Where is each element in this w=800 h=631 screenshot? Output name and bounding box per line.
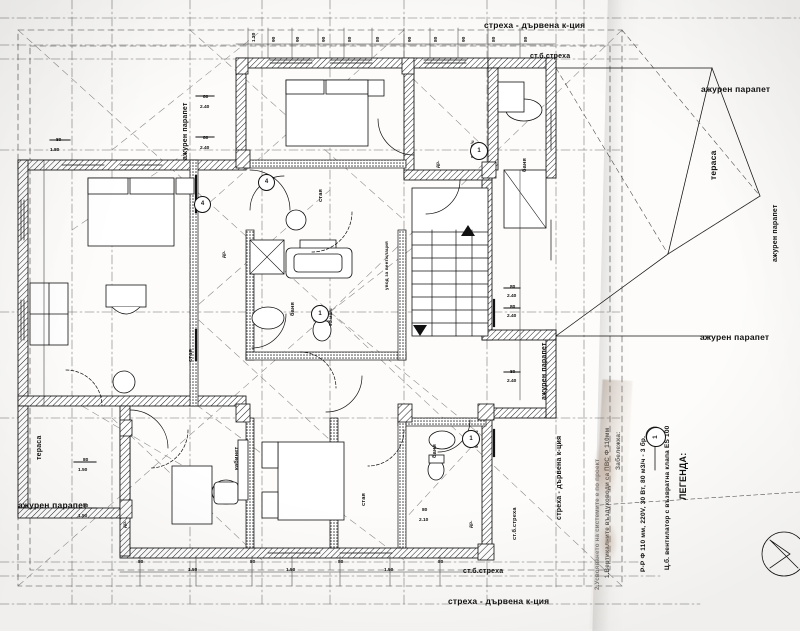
dim-top-9: 90 — [462, 36, 467, 42]
opening-height-8: 1.50 — [78, 514, 88, 519]
door-label-2: др. — [435, 160, 440, 168]
opening-height-7: 1.50 — [78, 468, 88, 473]
dim-top-6: 80 — [376, 36, 381, 42]
dim-bottom-4: 1.50 — [286, 568, 296, 573]
room-label-bedroom-master: стая — [188, 348, 194, 362]
dim-top-8: 80 — [434, 36, 439, 42]
dim-top-7: 90 — [408, 36, 413, 42]
dim-top-10: 80 — [492, 36, 497, 42]
label-roof-wood-inner-vertical: стреха - дървена к-ция — [556, 435, 563, 520]
opening-height-1: 2.40 — [200, 105, 210, 110]
label-roof-concrete-bottom-2: ст.б.стреха — [512, 507, 518, 540]
label-railing-right-lower: ажурен парапет — [700, 332, 770, 342]
label-terrace-left: тераса — [36, 435, 43, 460]
opening-width-4: 80 — [510, 305, 516, 310]
room-label-bedroom-bottom: стая — [361, 492, 367, 506]
opening-width-2: 80 — [203, 136, 209, 141]
opening-width-6: 80 — [56, 138, 62, 143]
label-railing-inner-vertical: ажурен парапет — [182, 102, 189, 160]
opening-height-9: 2.10 — [419, 518, 429, 523]
room-label-study: кабинет — [234, 446, 240, 470]
door-label-3: др. — [468, 520, 473, 528]
dim-bottom-3: 80 — [250, 560, 256, 565]
notes-item-1: 1.Вертикалните въздуховоди са ПВС Ф 110м… — [604, 427, 611, 578]
node-marker-1[interactable]: 4 — [258, 174, 275, 191]
dim-bottom-7: 80 — [438, 560, 444, 565]
label-railing-inner-right: ажурен парапет — [541, 342, 548, 400]
opening-height-5: 2.40 — [507, 379, 517, 384]
room-label-bathroom-bottom: баня — [432, 443, 438, 458]
dim-bottom-5: 80 — [338, 560, 344, 565]
label-roof-wood-top: стреха - дървена к-ция — [484, 20, 586, 30]
opening-height-6: 1.80 — [50, 148, 60, 153]
label-roof-concrete-bottom: ст.б.стреха — [463, 568, 504, 575]
label-roof-wood-bottom: стреха - дървена к-ция — [448, 596, 550, 606]
door-label-1: др. — [221, 250, 226, 258]
legend-item-2-text: Р-Р Ф 110 мм, 220V, 30 Вт, 80 м3/ч - 3 б… — [640, 435, 647, 572]
opening-width-9: 80 — [422, 508, 428, 513]
label-railing-left: ажурен парапет — [18, 500, 88, 510]
opening-height-2: 2.40 — [200, 146, 210, 151]
label-railing-right-upper: ажурен парапет — [701, 84, 771, 94]
vent-marker-3[interactable]: 1 — [462, 430, 480, 448]
opening-width-5: 80 — [510, 370, 516, 375]
label-terrace-right: тераса — [708, 150, 718, 180]
room-label-bedroom-top: стая — [318, 188, 324, 202]
opening-height-3: 2.40 — [507, 294, 517, 299]
opening-width-7: 80 — [83, 458, 89, 463]
opening-width-1: 80 — [203, 95, 209, 100]
dim-bottom-2: 1.50 — [188, 568, 198, 573]
vent-marker-1[interactable]: 1 — [311, 305, 329, 323]
notes-item-2: 2.Усвояването на системите е по проект — [594, 458, 601, 590]
opening-width-3: 80 — [510, 285, 516, 290]
dim-top-2: 90 — [272, 36, 277, 42]
riser-label: увод за вентилация — [384, 241, 389, 290]
node-marker-2[interactable]: 4 — [194, 196, 211, 213]
label-roof-concrete-top: ст.б.стреха — [530, 53, 571, 60]
vent-marker-2[interactable]: 1 — [470, 142, 488, 160]
dim-top-3: 90 — [296, 36, 301, 42]
dim-bottom-1: 80 — [138, 560, 144, 565]
dim-top-5: 80 — [348, 36, 353, 42]
label-railing-right-vertical: ажурен парапет — [772, 204, 779, 262]
dim-top-11: 80 — [524, 36, 529, 42]
dim-top-4: 90 — [322, 36, 327, 42]
room-label-bathroom-top-right: баня — [522, 157, 528, 172]
legend-symbol-1: 1 — [646, 427, 666, 447]
notes-heading: Забележка: — [615, 431, 622, 470]
dim-bottom-6: 1.50 — [384, 568, 394, 573]
dim-top-1: 1.20 — [252, 32, 257, 42]
legend-item-1-text: Ц.б. вентилатор с възвратна клапа ES 100 — [664, 425, 671, 570]
room-label-bathroom-mid: баня — [290, 301, 296, 316]
legend-heading: ЛЕГЕНДА: — [678, 452, 688, 500]
opening-width-8: 80 — [83, 504, 89, 509]
door-label-4: др. — [122, 520, 127, 528]
opening-height-4: 2.40 — [507, 314, 517, 319]
